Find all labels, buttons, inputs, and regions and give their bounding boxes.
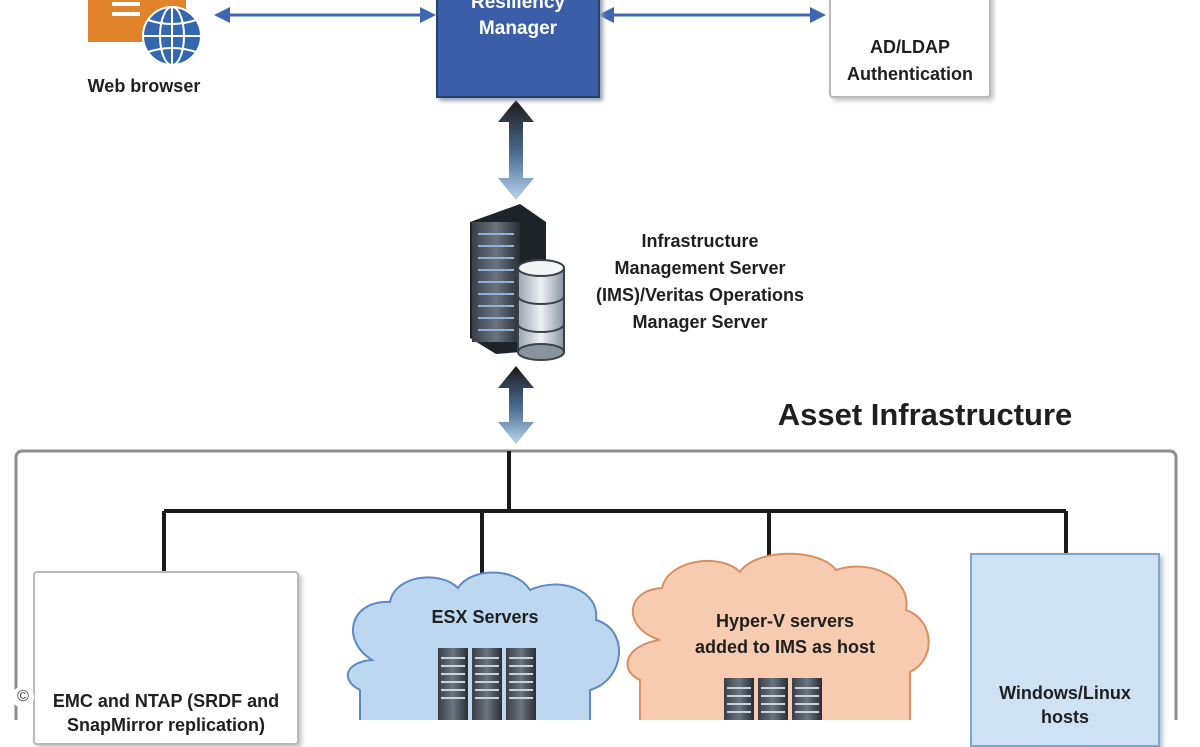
ad-ldap-label-line2: Authentication <box>847 64 973 84</box>
windows-linux-label-line1: Windows/Linux <box>999 683 1131 703</box>
rm-ims-double-arrow <box>498 100 534 200</box>
resiliency-manager-label-line2: Manager <box>478 18 558 39</box>
hyperv-cloud <box>626 552 930 720</box>
emc-ntap-label-line1: EMC and NTAP (SRDF and <box>52 691 280 711</box>
esx-servers-label: ESX Servers <box>431 607 539 627</box>
database-icon <box>517 259 565 361</box>
ad-ldap-label-line1: AD/LDAP <box>870 37 950 57</box>
ims-asset-double-arrow <box>498 366 534 444</box>
asset-infrastructure-title: Asset Infrastructure <box>777 397 1073 432</box>
copyright-mark: © <box>12 686 34 708</box>
ad-ldap-box <box>829 0 991 98</box>
esx-cloud <box>346 571 620 720</box>
windows-linux-label-line2: hosts <box>1040 707 1089 727</box>
esx-server-rack-icon <box>438 648 536 720</box>
rm-ldap-connector <box>598 7 826 23</box>
browser-rm-connector <box>214 7 436 23</box>
ims-label-line1: Infrastructure <box>641 231 759 251</box>
ims-label-line3: (IMS)/Veritas Operations <box>595 285 805 305</box>
ims-label-line4: Manager Server <box>632 312 768 332</box>
hyperv-server-rack-icon <box>724 678 822 720</box>
web-browser-label: Web browser <box>87 76 201 96</box>
hyperv-label-line2: added to IMS as host <box>694 637 876 657</box>
web-browser-icon <box>88 0 202 66</box>
emc-ntap-label-line2: SnapMirror replication) <box>66 715 266 735</box>
architecture-diagram: Resiliency Manager AD/LDAP Authenticatio… <box>12 0 1178 747</box>
resiliency-manager-label-line1: Resiliency <box>471 0 565 13</box>
asset-bus-lines <box>162 451 1068 586</box>
ims-server-icon <box>470 204 565 361</box>
hyperv-label-line1: Hyper-V servers <box>715 611 855 631</box>
ims-label-line2: Management Server <box>614 258 786 278</box>
emc-ntap-box <box>33 571 299 745</box>
resiliency-manager-box: Resiliency Manager <box>436 0 600 98</box>
